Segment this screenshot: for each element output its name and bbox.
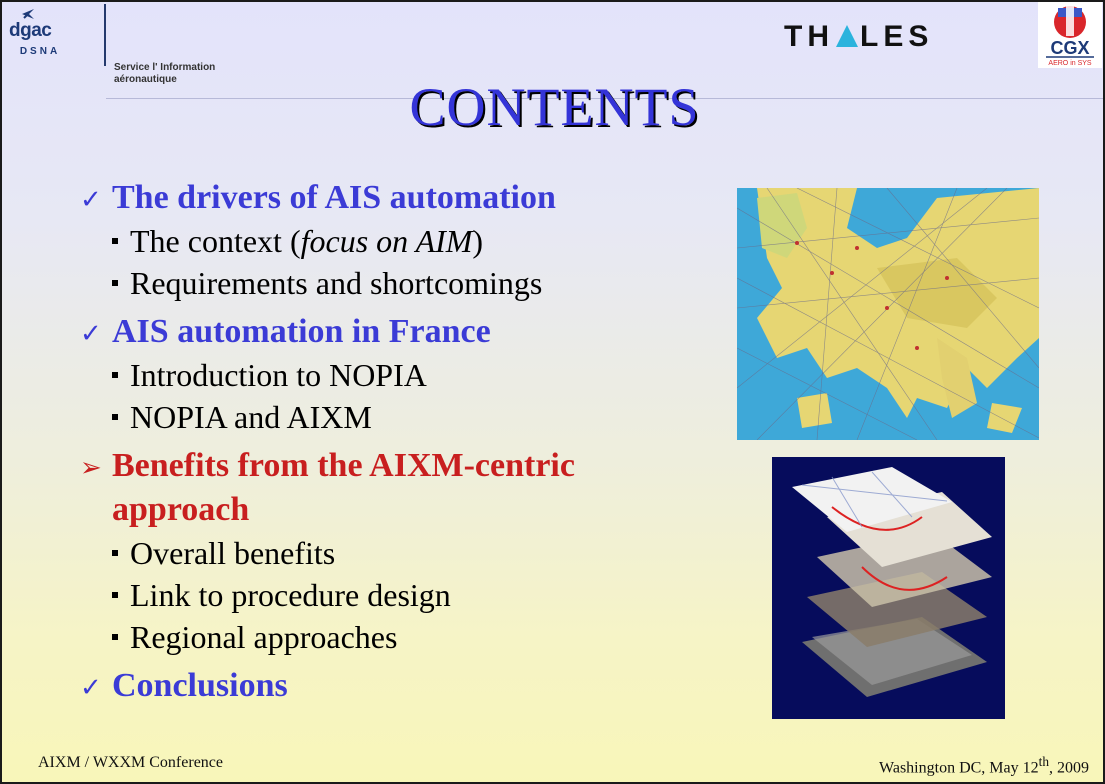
list-item: NOPIA and AIXM xyxy=(82,396,722,438)
list-item: The context (focus on AIM) xyxy=(82,220,722,262)
plane-icon xyxy=(22,9,34,19)
section-title: The drivers of AIS automation xyxy=(112,179,556,216)
section-benefits-active: ➢ Benefits from the AIXM-centric approac… xyxy=(80,444,722,532)
list-item: Requirements and shortcomings xyxy=(82,262,722,304)
dgac-logo-text: dgac xyxy=(9,20,52,41)
square-bullet-icon xyxy=(112,372,118,378)
square-bullet-icon xyxy=(112,592,118,598)
service-label-line1: Service l' Information xyxy=(114,62,216,73)
square-bullet-icon xyxy=(112,238,118,244)
check-icon: ✓ xyxy=(80,185,102,214)
section-title: AIS automation in France xyxy=(112,313,491,350)
header-divider xyxy=(104,4,106,66)
square-bullet-icon xyxy=(112,634,118,640)
cgx-logo-text: CGX xyxy=(1050,38,1089,58)
section-title-line1: Benefits from the AIXM-centric xyxy=(112,447,575,484)
footer-location-date: Washington DC, May 12th, 2009 xyxy=(879,754,1089,777)
dgac-logo: dgac xyxy=(6,4,52,64)
section-ais-france: ✓ AIS automation in France xyxy=(80,310,722,354)
list-item: Introduction to NOPIA xyxy=(82,354,722,396)
header-rule xyxy=(106,98,1103,99)
arrow-bullet-icon: ➢ xyxy=(80,453,102,482)
cgx-logo: CGX AERO in SYS xyxy=(1038,2,1102,68)
square-bullet-icon xyxy=(112,280,118,286)
list-item: Link to procedure design xyxy=(82,574,722,616)
section-drivers: ✓ The drivers of AIS automation xyxy=(80,176,722,220)
service-label-line2: aéronautique xyxy=(114,74,177,85)
section-conclusions: ✓ Conclusions xyxy=(80,664,722,708)
dsna-logo-text: DSNA xyxy=(19,46,61,57)
contents-list: ✓ The drivers of AIS automation The cont… xyxy=(80,176,722,708)
section-title-line2: approach xyxy=(112,491,250,528)
list-item: Regional approaches xyxy=(82,616,722,658)
cgx-tagline: AERO in SYS xyxy=(1048,60,1092,67)
check-icon: ✓ xyxy=(80,673,102,702)
square-bullet-icon xyxy=(112,550,118,556)
square-bullet-icon xyxy=(112,414,118,420)
slide-title: CONTENTS xyxy=(409,77,700,137)
list-item: Overall benefits xyxy=(82,532,722,574)
check-icon: ✓ xyxy=(80,319,102,348)
map-layers-image xyxy=(772,457,1005,719)
section-title: Conclusions xyxy=(112,667,288,704)
thales-triangle-icon xyxy=(836,25,858,47)
footer-conference: AIXM / WXXM Conference xyxy=(38,754,223,771)
service-label: Service l' Information aéronautique xyxy=(114,62,215,86)
europe-map-image xyxy=(737,188,1039,440)
